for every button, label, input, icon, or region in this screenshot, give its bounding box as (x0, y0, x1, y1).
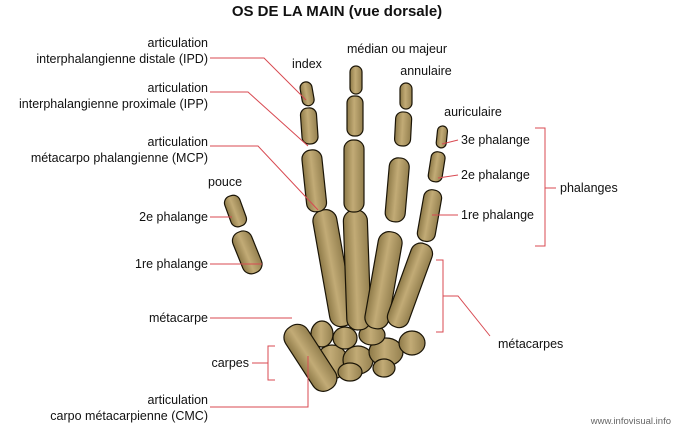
little-distal-phalanx (435, 125, 449, 149)
middle-finger-bones (342, 65, 372, 331)
label-metacarpe: métacarpe (149, 311, 208, 325)
label-3e-phalange: 3e phalange (461, 133, 530, 147)
label-ipp-line1: articulation (148, 81, 208, 95)
ring-proximal-phalanx (384, 157, 410, 223)
carpal-bone (372, 358, 396, 378)
leader-mcp (210, 145, 319, 211)
label-median: médian ou majeur (347, 42, 447, 56)
thumb-proximal-phalanx (231, 230, 263, 275)
thumb-distal-phalanx (223, 194, 248, 228)
labels: articulation interphalangienne distale (… (19, 36, 671, 427)
bracket-metacarpes (436, 259, 444, 333)
label-index: index (292, 57, 323, 71)
ring-middle-phalanx (393, 111, 413, 147)
label-carpes: carpes (211, 356, 249, 370)
leader-metacarpes (443, 295, 491, 337)
label-mcp-line2: métacarpo phalangienne (MCP) (31, 151, 208, 165)
label-thumb-1re-phalange: 1re phalange (135, 257, 208, 271)
ring-metacarpal (364, 231, 403, 330)
label-cmc-line2: carpo métacarpienne (CMC) (50, 409, 208, 423)
leader-ipd (210, 57, 307, 101)
hand-skeleton (223, 65, 449, 392)
credit-text: www.infovisual.info (590, 416, 671, 427)
thumb-bones (223, 194, 338, 392)
middle-distal-phalanx (349, 65, 363, 95)
middle-middle-phalanx (346, 95, 364, 137)
carpal-bones (310, 320, 426, 382)
leader-3e (441, 139, 459, 145)
label-ipd-line1: articulation (148, 36, 208, 50)
label-phalanges: phalanges (560, 181, 618, 195)
middle-proximal-phalanx (343, 139, 365, 213)
leader-2e (437, 174, 459, 179)
label-cmc-line1: articulation (148, 393, 208, 407)
carpal-bone (398, 330, 426, 356)
label-metacarpes: métacarpes (498, 337, 563, 351)
little-proximal-phalanx (416, 189, 443, 243)
label-thumb-2e-phalange: 2e phalange (139, 210, 208, 224)
label-mcp-line1: articulation (148, 135, 208, 149)
ring-distal-phalanx (399, 82, 413, 110)
index-middle-phalanx (299, 107, 319, 145)
leader-lines (210, 57, 556, 408)
index-finger-bones (299, 81, 355, 328)
diagram-title: OS DE LA MAIN (vue dorsale) (232, 3, 442, 20)
little-middle-phalanx (427, 151, 446, 183)
little-metacarpal (386, 242, 434, 329)
index-distal-phalanx (299, 81, 315, 107)
label-ipd-line2: interphalangienne distale (IPD) (36, 52, 208, 66)
carpal-bone (337, 362, 363, 382)
label-annulaire: annulaire (400, 64, 451, 78)
label-ipp-line2: interphalangienne proximale (IPP) (19, 97, 208, 111)
label-pouce: pouce (208, 175, 242, 189)
little-finger-bones (386, 125, 449, 329)
label-auriculaire: auriculaire (444, 105, 502, 119)
index-proximal-phalanx (301, 149, 328, 213)
carpal-bone (332, 326, 358, 350)
thumb-metacarpal (283, 323, 338, 392)
leader-ipp (210, 91, 309, 147)
leader-cmc (210, 356, 309, 408)
bracket-carpes (267, 345, 275, 381)
bracket-phalanges (535, 127, 546, 247)
ring-finger-bones (364, 82, 413, 330)
label-1re-phalange: 1re phalange (461, 208, 534, 222)
label-2e-phalange: 2e phalange (461, 168, 530, 182)
